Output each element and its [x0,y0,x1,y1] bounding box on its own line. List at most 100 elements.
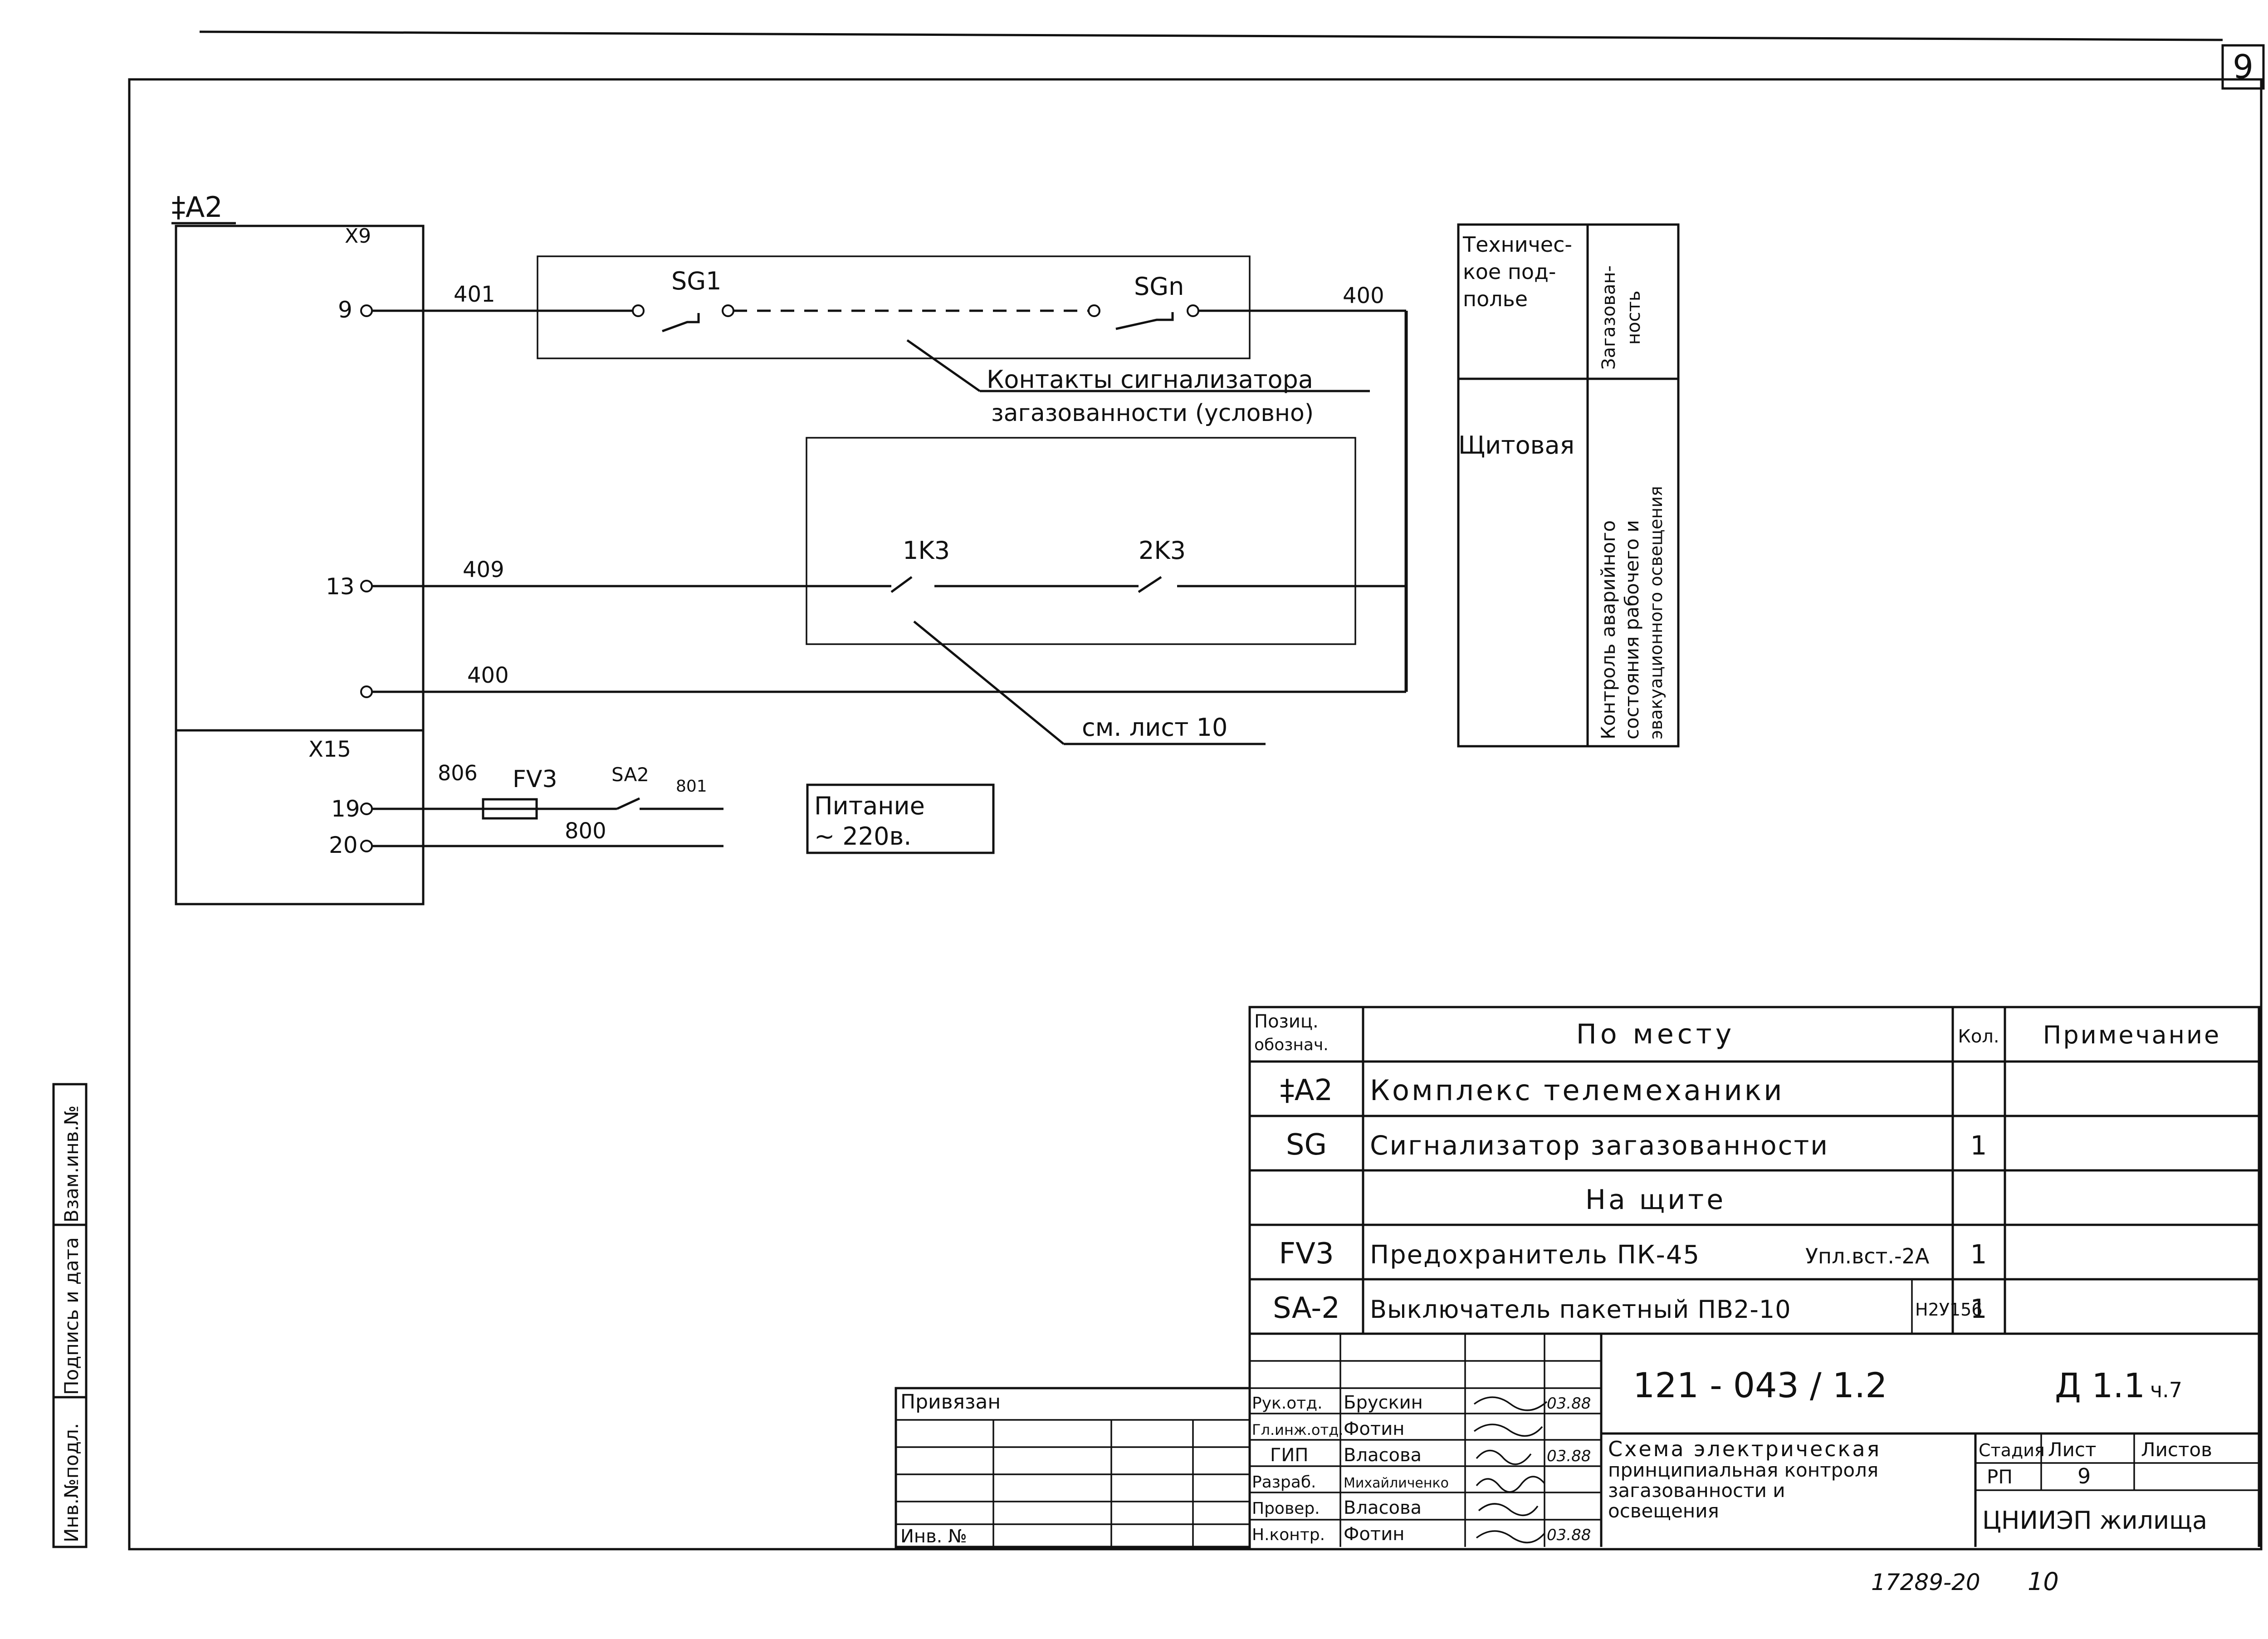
sgn-label: SGn [1134,272,1184,301]
spec-row-1-pos: ‡A2 [1280,1074,1333,1107]
document-part-small: ч.7 [2150,1378,2182,1402]
inv-number-label: Инв. № [900,1526,967,1547]
see-sheet-note: см. лист 10 [1082,713,1227,742]
spec-row-5-extra: Н2У156 [1915,1300,1982,1320]
organization-name: ЦНИИЭП жилища [1982,1506,2207,1535]
location-row1-place-1: Техничес- [1462,232,1572,257]
contacts-note-line1: Контакты сигнализатора [987,365,1313,394]
spec-row-2-pos: SG [1286,1128,1327,1162]
location-row2-func-2: состояния рабочего и [1621,520,1643,739]
person-6-date: 03.88 [1547,1526,1591,1544]
power-note-line2: ~ 220в. [814,822,911,851]
wire-400-top-label: 400 [1343,283,1384,308]
spec-row-2-name: Сигнализатор загазованности [1370,1130,1829,1161]
person-4-role: Разраб. [1252,1473,1316,1492]
wire-806-label: 806 [438,761,478,785]
location-row1-func-1: Загазован- [1598,265,1619,370]
location-row1-place-3: полье [1463,287,1528,311]
stage-header: Стадия [1979,1440,2045,1460]
power-note-line1: Питание [814,792,925,820]
terminal-9-label: 9 [338,297,352,323]
spec-header-qty: Кол. [1958,1026,1999,1047]
location-row2-place: Щитовая [1458,431,1574,460]
spec-row-5-pos: SA-2 [1273,1292,1340,1325]
spec-header-note: Примечание [2043,1021,2221,1049]
terminal-19-label: 19 [331,796,360,822]
wire-801-label: 801 [676,777,707,796]
person-1-name: Брускин [1344,1392,1423,1413]
location-table: Техничес- кое под- полье Загазован- ност… [1457,223,1680,748]
location-row2-func-1: Контроль аварийного [1597,520,1619,739]
device-a2-label: ‡A2 [171,191,223,224]
lighting-control-circuit: 409 1K3 2K3 400 см. лист 10 [372,311,1408,745]
person-2-name: Фотин [1344,1419,1404,1439]
location-row1-place-2: кое под- [1463,259,1556,284]
archive-number: 17289-20 [1871,1569,1980,1595]
person-5-role: Провер. [1252,1499,1320,1518]
wire-800-label: 800 [565,818,606,844]
person-6-role: Н.контр. [1252,1526,1325,1544]
specification-table: Позиц. обознач. По месту Кол. Примечание… [1248,1006,2260,1335]
spec-row-5-name: Выключатель пакетный ПВ2-10 [1370,1295,1791,1324]
title-block: Привязан Инв. № Рук.отд. Брускин 03.88 Г… [894,1334,2260,1548]
side-stamp-inv: Инв.№подл. [60,1423,83,1542]
sheets-header: Листов [2141,1438,2212,1461]
sheet-value: 9 [2077,1464,2091,1488]
spec-row-4-qty: 1 [1970,1239,1987,1270]
spec-row-4-pos: FV3 [1279,1237,1334,1271]
terminal-strip-x15: X15 [308,737,351,762]
device-a2: ‡A2 X9 X15 9 13 19 20 [171,191,425,905]
sheet-frame: 9 [128,30,2265,1551]
power-circuit: 806 FV3 SA2 801 800 Питание ~ 220в. [372,761,995,854]
contact-2k3-label: 2K3 [1139,536,1186,565]
side-stamp-replace: Взам.инв.№ [60,1106,83,1223]
person-3-role: ГИП [1270,1445,1308,1466]
spec-row-4-extra: Упл.вст.-2А [1805,1244,1930,1268]
contact-1k3-label: 1K3 [903,536,950,565]
person-3-date: 03.88 [1547,1447,1591,1465]
spec-row-5-qty: 1 [1970,1293,1987,1324]
sg1-label: SG1 [671,267,721,295]
spec-row-4-name: Предохранитель ПК-45 [1370,1240,1700,1270]
document-code: 121 - 043 / 1.2 [1633,1365,1887,1405]
spec-header-pos-1: Позиц. [1254,1011,1319,1032]
person-5-name: Власова [1344,1497,1422,1518]
person-1-date: 03.88 [1547,1394,1591,1413]
fuse-fv3-label: FV3 [513,766,557,793]
terminal-20-label: 20 [329,832,358,858]
spec-header-pos-2: обознач. [1254,1036,1329,1054]
spec-row-3-name: На щите [1585,1184,1726,1216]
spec-header-name: По месту [1576,1018,1735,1050]
document-part: Д 1.1 [2055,1366,2145,1405]
wire-400-bottom-label: 400 [467,663,509,688]
gas-sensor-circuit: 401 SG1 SGn 400 Контакты сигнализатора з… [372,255,1406,427]
sheet-header: Лист [2048,1438,2096,1461]
spec-row-1-name: Комплекс телемеханики [1370,1074,1784,1107]
attached-label: Привязан [900,1390,1001,1414]
switch-sa2-label: SA2 [611,763,649,786]
person-4-name: Михайличенко [1344,1475,1449,1491]
page-number: 10 [2028,1567,2059,1596]
signature-marks [1473,1396,1548,1544]
sheet-number: 9 [2233,48,2253,86]
drawing-title-1: Схема электрическая [1608,1437,1881,1461]
contacts-note-line2: загазованности (условно) [991,400,1314,427]
side-stamp: Инв.№подл. Подпись и дата Взам.инв.№ [52,1083,88,1548]
drawing-title-2: принципиальная контроля [1608,1459,1878,1481]
person-6-name: Фотин [1344,1524,1404,1545]
spec-row-2-qty: 1 [1970,1130,1987,1161]
location-row1-func-2: ность [1623,291,1644,345]
footer: 17289-20 10 [1871,1567,2059,1596]
drawing-title-4: освещения [1608,1500,1719,1522]
person-1-role: Рук.отд. [1252,1394,1323,1413]
person-2-role: Гл.инж.отд. [1252,1421,1343,1438]
side-stamp-sign: Подпись и дата [60,1237,83,1395]
drawing-title-3: загазованности и [1608,1479,1785,1502]
wire-401-label: 401 [454,282,495,307]
terminal-13-label: 13 [326,573,355,600]
location-row2-func-3: эвакуационного освещения [1646,486,1666,739]
terminal-strip-x9: X9 [345,225,371,248]
person-3-name: Власова [1344,1445,1422,1466]
wire-409-label: 409 [463,557,504,582]
